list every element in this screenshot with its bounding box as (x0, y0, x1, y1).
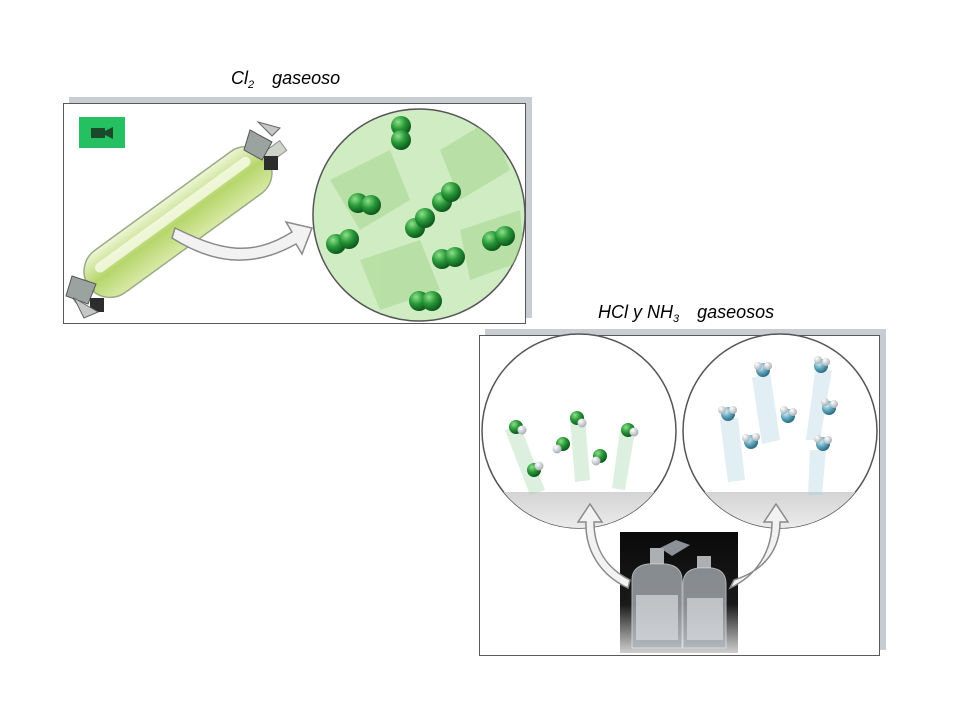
caption-cl2-text: gaseoso (272, 68, 341, 88)
caption-hcl-nh3-gaseosos: HCl y NH3 gaseosos (598, 302, 774, 325)
cl2-molecule (432, 182, 461, 212)
hcl-molecule (591, 449, 607, 466)
cl2-molecule (482, 226, 515, 251)
hcl-molecule (509, 420, 527, 435)
video-camera-glyph (91, 126, 113, 139)
tube-clamp-bottom (65, 275, 104, 319)
reagent-bottles-photo (620, 532, 738, 653)
arrow-to-hcl-view (576, 502, 631, 590)
tube-clamp-top (243, 121, 281, 170)
cl2-molecule (391, 116, 411, 150)
nh3-molecule (718, 406, 737, 421)
nh3-molecule (821, 398, 838, 415)
nh3-molecule (742, 433, 760, 449)
caption-hcl-text: gaseosos (697, 302, 775, 322)
nh3-molecule (754, 362, 772, 377)
cl2-molecule (348, 193, 381, 215)
nh3-molecule (814, 356, 830, 373)
video-camera-icon[interactable] (79, 117, 125, 148)
zoom-arrow-cl2 (171, 220, 314, 261)
cl2-molecule (326, 229, 359, 254)
caption-hcl-formula: HCl y NH (598, 302, 673, 322)
cl2-molecule (432, 247, 465, 269)
hcl-molecule (552, 437, 570, 454)
caption-nh3-subscript: 3 (673, 313, 680, 325)
cl2-molecule (405, 208, 435, 238)
nh3-magnified-view (682, 333, 878, 529)
cl2-molecule (409, 291, 442, 311)
bottle-hcl (631, 548, 683, 649)
hcl-molecule (527, 461, 544, 477)
hcl-molecule (570, 411, 587, 428)
cl2-gas-tube (65, 121, 288, 319)
bottle-nh3 (682, 556, 727, 649)
hcl-molecule (621, 423, 639, 437)
caption-cl2-formula: Cl (231, 68, 248, 88)
caption-cl2-subscript: 2 (248, 79, 255, 91)
cl2-magnified-view (312, 108, 526, 322)
arrow-to-nh3-view (728, 502, 790, 590)
nh3-molecule (780, 406, 797, 423)
caption-cl2-gaseoso: Cl2 gaseoso (231, 68, 340, 91)
nh3-molecule (814, 435, 832, 451)
hcl-magnified-view (481, 333, 677, 529)
